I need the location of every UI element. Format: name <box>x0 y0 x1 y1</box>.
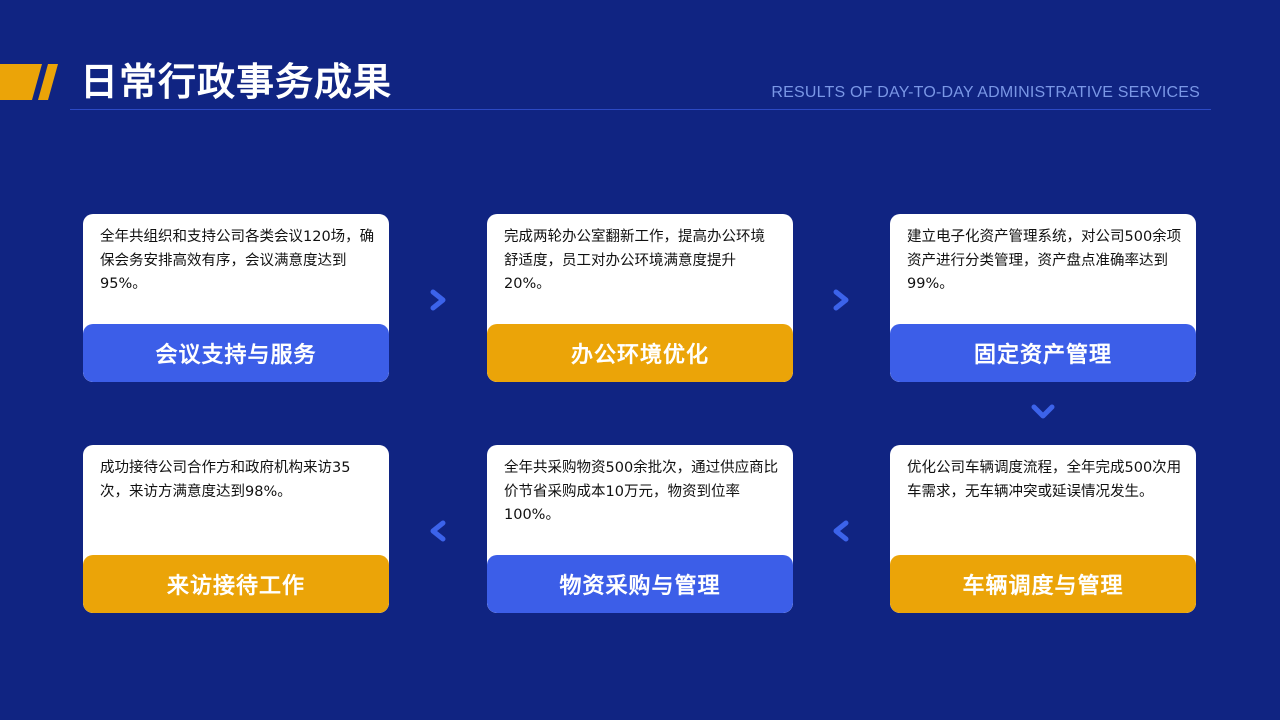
card-description: 优化公司车辆调度流程，全年完成500次用车需求，无车辆冲突或延误情况发生。 <box>907 460 1182 500</box>
card-description: 建立电子化资产管理系统，对公司500余项资产进行分类管理，资产盘点准确率达到99… <box>907 229 1182 292</box>
card-description: 全年共采购物资500余批次，通过供应商比价节省采购成本10万元，物资到位率100… <box>504 460 779 523</box>
card-title: 会议支持与服务 <box>83 324 389 382</box>
card-fixed-assets: 建立电子化资产管理系统，对公司500余项资产进行分类管理，资产盘点准确率达到99… <box>890 214 1196 382</box>
card-title: 来访接待工作 <box>83 555 389 613</box>
card-procurement: 全年共采购物资500余批次，通过供应商比价节省采购成本10万元，物资到位率100… <box>487 445 793 613</box>
chevron-right-icon <box>430 289 446 311</box>
page-subtitle: RESULTS OF DAY-TO-DAY ADMINISTRATIVE SER… <box>771 84 1200 101</box>
card-title: 车辆调度与管理 <box>890 555 1196 613</box>
chevron-down-icon <box>1031 404 1055 419</box>
card-vehicle-dispatch: 优化公司车辆调度流程，全年完成500次用车需求，无车辆冲突或延误情况发生。 车辆… <box>890 445 1196 613</box>
card-title: 物资采购与管理 <box>487 555 793 613</box>
card-description: 成功接待公司合作方和政府机构来访35次，来访方满意度达到98%。 <box>100 460 351 500</box>
header-divider <box>70 109 1211 110</box>
title-accent-icon <box>0 64 58 100</box>
card-meeting-support: 全年共组织和支持公司各类会议120场，确保会务安排高效有序，会议满意度达到95%… <box>83 214 389 382</box>
card-office-environment: 完成两轮办公室翻新工作，提高办公环境舒适度，员工对办公环境满意度提升20%。 办… <box>487 214 793 382</box>
page-title: 日常行政事务成果 <box>80 60 393 104</box>
card-title: 固定资产管理 <box>890 324 1196 382</box>
chevron-right-icon <box>833 289 849 311</box>
chevron-left-icon <box>833 520 849 542</box>
card-visitor-reception: 成功接待公司合作方和政府机构来访35次，来访方满意度达到98%。 来访接待工作 <box>83 445 389 613</box>
card-description: 完成两轮办公室翻新工作，提高办公环境舒适度，员工对办公环境满意度提升20%。 <box>504 229 765 292</box>
chevron-left-icon <box>430 520 446 542</box>
card-description: 全年共组织和支持公司各类会议120场，确保会务安排高效有序，会议满意度达到95%… <box>100 229 375 292</box>
card-title: 办公环境优化 <box>487 324 793 382</box>
